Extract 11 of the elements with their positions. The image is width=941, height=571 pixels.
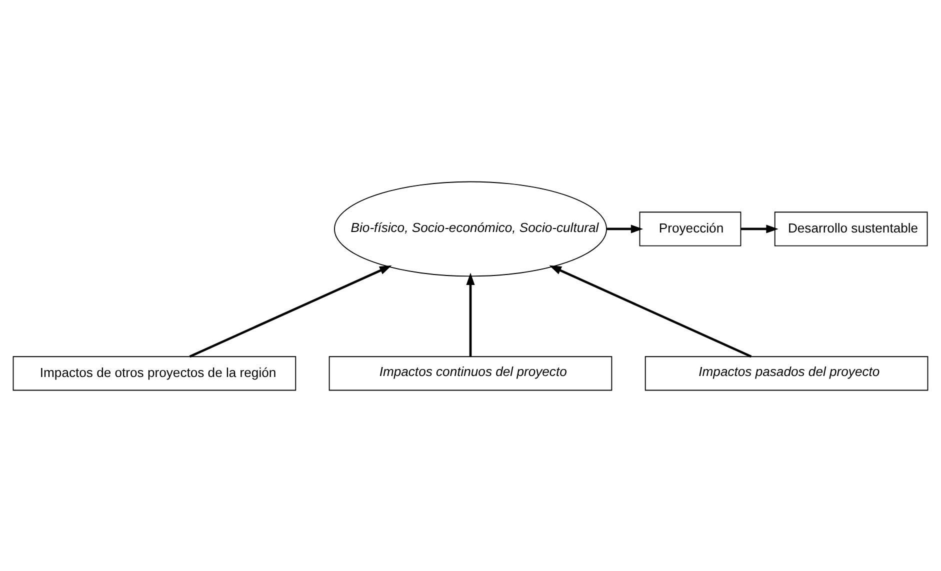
arrow xyxy=(549,264,752,358)
arrow xyxy=(740,224,778,233)
node-box: Impactos de otros proyectos de la región xyxy=(12,356,296,390)
node-ellipse: Bio-físico, Socio-económico, Socio-cultural xyxy=(334,180,607,276)
arrow xyxy=(189,264,392,358)
node-box: Impactos continuos del proyecto xyxy=(328,356,612,390)
node-box: Impactos pasados del proyecto xyxy=(644,356,928,390)
node-box: Desarrollo sustentable xyxy=(774,211,928,246)
arrow xyxy=(606,224,644,233)
node-box: Proyección xyxy=(639,211,742,246)
arrow xyxy=(466,272,475,356)
